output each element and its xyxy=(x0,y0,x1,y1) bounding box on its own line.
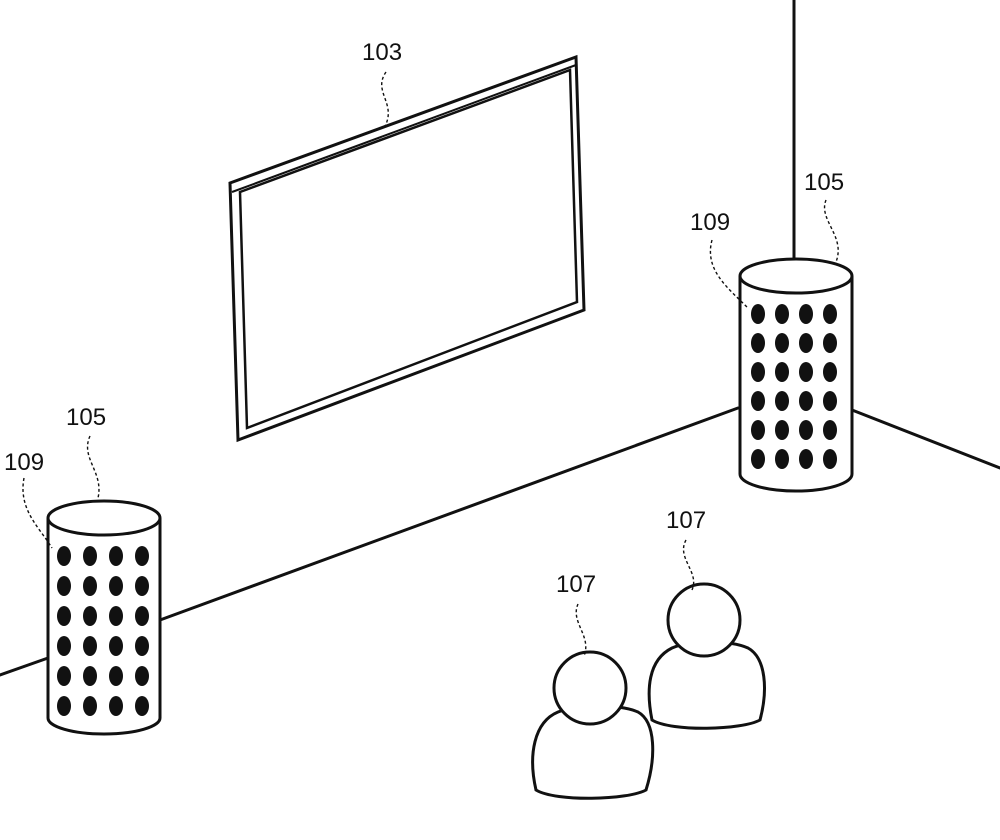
speaker-driver xyxy=(775,304,789,324)
speaker-driver xyxy=(135,636,149,656)
speaker-driver xyxy=(775,420,789,440)
listener-back-head xyxy=(666,582,742,658)
label-103: 103 xyxy=(362,39,402,66)
speaker-driver xyxy=(799,333,813,353)
listener-back xyxy=(647,582,766,730)
speaker-driver xyxy=(823,333,837,353)
speaker-driver xyxy=(799,420,813,440)
speaker-driver xyxy=(823,391,837,411)
speaker-driver xyxy=(109,666,123,686)
speaker-driver xyxy=(57,636,71,656)
speaker-driver xyxy=(83,546,97,566)
speaker-driver xyxy=(135,576,149,596)
leader-107-front xyxy=(575,603,587,657)
speaker-driver xyxy=(799,391,813,411)
speaker-driver xyxy=(135,666,149,686)
label-105-right: 105 xyxy=(804,169,844,196)
speaker-left-top xyxy=(46,499,162,537)
reference-labels: 103 105 109 105 109 107 107 xyxy=(4,39,844,598)
leader-109-right xyxy=(709,239,749,309)
speaker-driver xyxy=(823,304,837,324)
label-107-front: 107 xyxy=(556,571,596,598)
speaker-driver xyxy=(751,304,765,324)
speaker-driver xyxy=(799,449,813,469)
leader-103 xyxy=(381,71,389,129)
label-109-right: 109 xyxy=(690,209,730,236)
speaker-right-drivers xyxy=(751,304,837,469)
listener-front-body xyxy=(531,704,655,800)
speaker-driver xyxy=(823,362,837,382)
speaker-driver xyxy=(799,304,813,324)
leader-lines xyxy=(22,71,839,657)
speaker-driver xyxy=(135,696,149,716)
speaker-driver xyxy=(83,666,97,686)
speaker-driver xyxy=(83,576,97,596)
speaker-driver xyxy=(109,606,123,626)
speaker-driver xyxy=(57,666,71,686)
speaker-right-top xyxy=(738,257,854,295)
leader-107-back xyxy=(682,539,695,591)
speaker-driver xyxy=(751,391,765,411)
floor-edge-right xyxy=(850,408,1000,470)
speaker-driver xyxy=(775,333,789,353)
room xyxy=(0,0,1000,677)
floor-edge-left xyxy=(0,656,50,677)
speaker-left-drivers xyxy=(57,546,149,716)
display-panel xyxy=(238,68,579,430)
listener-front-head xyxy=(552,650,628,726)
display-screen xyxy=(228,54,586,443)
label-109-left: 109 xyxy=(4,449,44,476)
speaker-driver xyxy=(83,696,97,716)
speaker-driver xyxy=(57,576,71,596)
speaker-driver xyxy=(751,362,765,382)
leader-105-right xyxy=(823,199,839,263)
label-107-back: 107 xyxy=(666,507,706,534)
speaker-right-body xyxy=(738,276,854,493)
listener-front xyxy=(531,650,655,800)
speaker-driver xyxy=(823,420,837,440)
speaker-left-body xyxy=(46,518,162,736)
speaker-driver xyxy=(109,546,123,566)
speaker-driver xyxy=(109,576,123,596)
speaker-driver xyxy=(775,449,789,469)
speaker-driver xyxy=(751,420,765,440)
speaker-driver xyxy=(135,606,149,626)
leader-105-left xyxy=(86,435,100,499)
floor-edge-left-mid xyxy=(158,406,740,622)
speaker-driver xyxy=(751,333,765,353)
speaker-driver xyxy=(83,606,97,626)
speaker-driver xyxy=(775,362,789,382)
speaker-driver xyxy=(57,696,71,716)
speaker-driver xyxy=(109,696,123,716)
speaker-driver xyxy=(799,362,813,382)
display-top-bevel xyxy=(231,64,577,193)
speaker-driver xyxy=(83,636,97,656)
speaker-driver xyxy=(57,546,71,566)
speaker-driver xyxy=(135,546,149,566)
speaker-driver xyxy=(109,636,123,656)
speaker-driver xyxy=(823,449,837,469)
label-105-left: 105 xyxy=(66,404,106,431)
speaker-left xyxy=(46,499,162,736)
speaker-right xyxy=(738,257,854,493)
speaker-driver xyxy=(775,391,789,411)
listener-back-body xyxy=(647,640,766,730)
speaker-driver xyxy=(751,449,765,469)
leader-109-left xyxy=(22,477,53,549)
speaker-driver xyxy=(57,606,71,626)
